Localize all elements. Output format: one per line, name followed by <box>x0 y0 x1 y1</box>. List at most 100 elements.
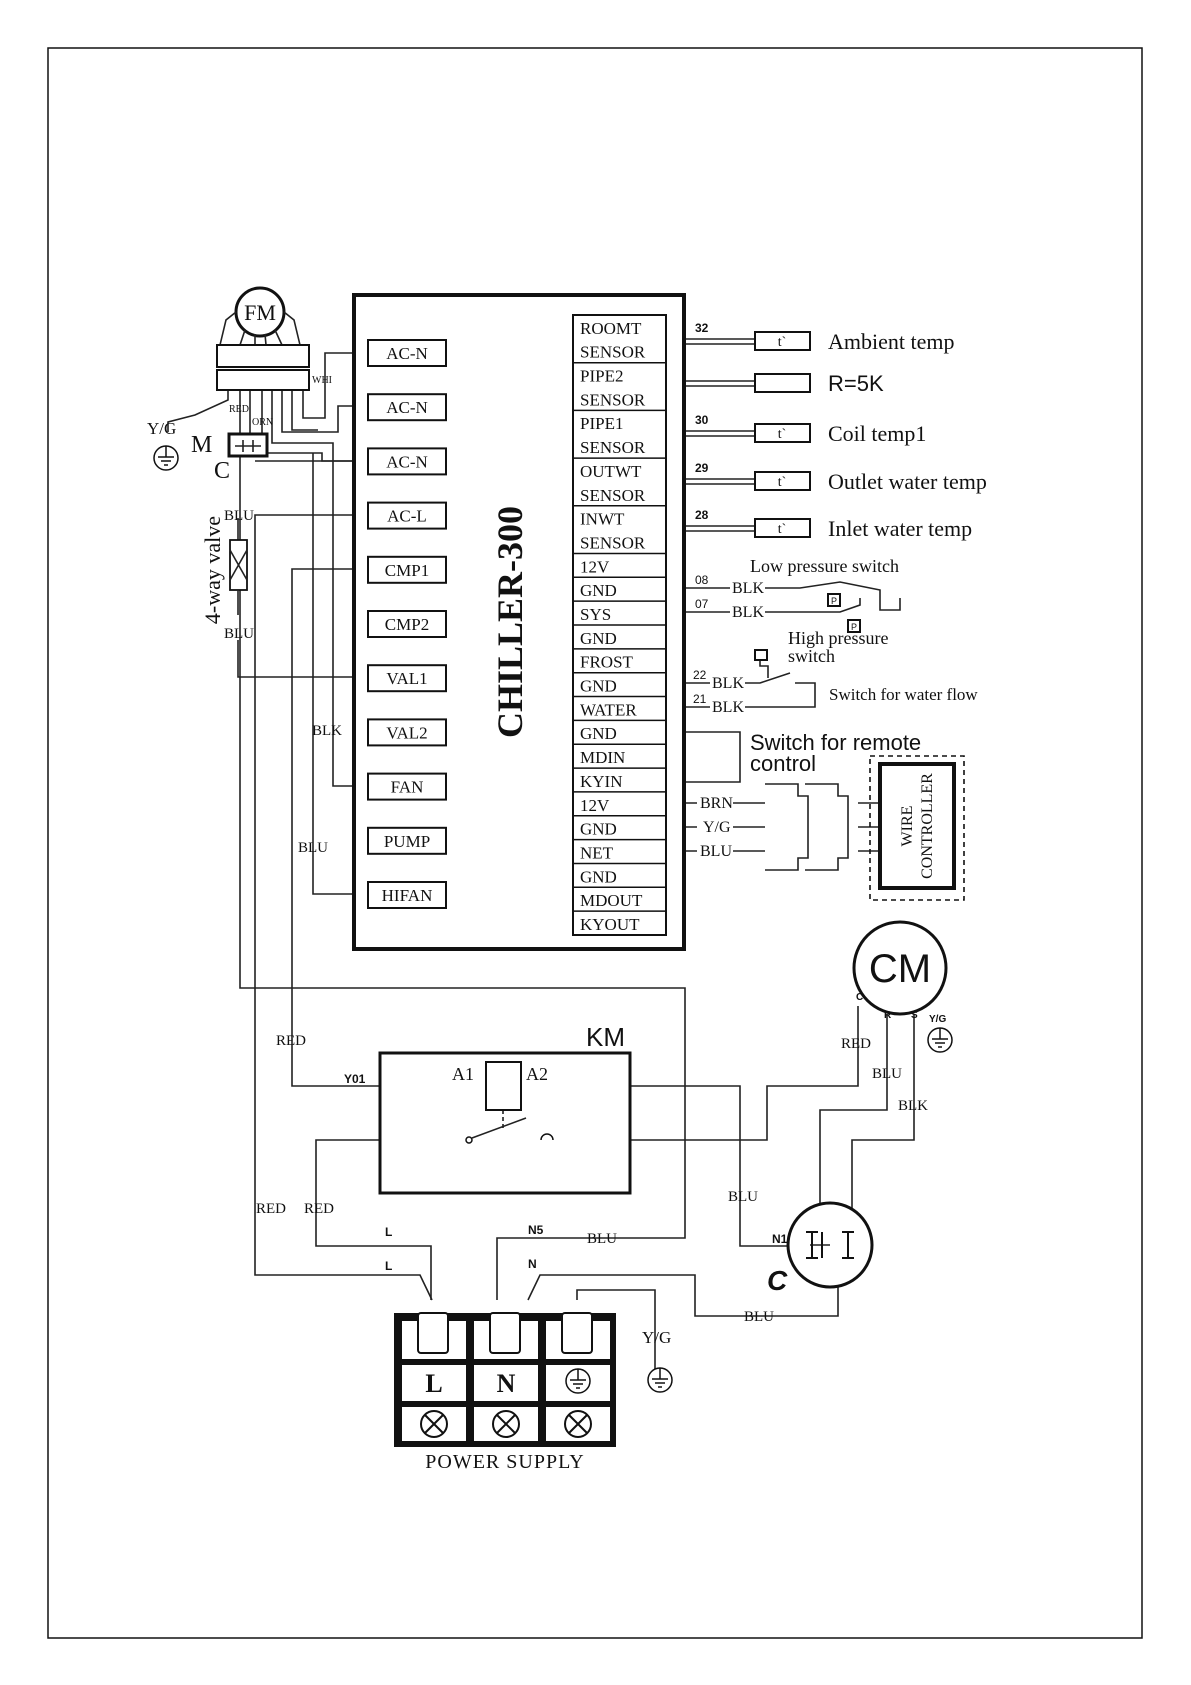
right-terminal-label: OUTWT <box>580 462 642 481</box>
ground-icon <box>565 1368 591 1394</box>
power-l-label: L <box>425 1369 442 1398</box>
board-title: CHILLER-300 <box>490 506 530 738</box>
right-terminal-label: SENSOR <box>580 438 646 457</box>
wire-color-label: BLK <box>732 604 764 621</box>
right-terminal-label: GND <box>580 629 617 648</box>
wire-color-label: BLU <box>700 843 732 860</box>
left-terminal-label: CMP1 <box>385 561 429 580</box>
right-terminal-label: GND <box>580 581 617 600</box>
lamp-icon <box>492 1410 520 1438</box>
right-terminals: ROOMTSENSORPIPE2SENSORPIPE1SENSOROUTWTSE… <box>573 319 666 934</box>
left-terminal-label: VAL2 <box>386 723 427 742</box>
wire-color-label: BLU <box>587 1231 617 1247</box>
sensor-probe-icon <box>754 471 811 491</box>
wire-color-label: BLU <box>728 1189 758 1205</box>
left-terminal-label: VAL1 <box>386 669 427 688</box>
wires <box>167 338 915 1370</box>
run-capacitor-label: C <box>767 1265 788 1296</box>
wire-color-label: BLK <box>732 580 764 597</box>
remote-label-2: control <box>750 751 816 776</box>
sensor-label: Ambient temp <box>828 329 954 354</box>
sensor-wire-number: 28 <box>695 508 709 522</box>
p-symbol: P <box>851 622 857 632</box>
left-terminal-label: AC-N <box>386 398 428 417</box>
left-terminal-box <box>367 339 447 367</box>
wire-controller-outline <box>869 755 965 901</box>
sensor-symbol: t` <box>778 522 787 537</box>
sensor-label: Inlet water temp <box>828 516 972 541</box>
sensor-probe-icon <box>754 518 811 538</box>
wire-color-label: BRN <box>700 795 733 812</box>
left-terminal-label: AC-N <box>386 344 428 363</box>
wire-color-label: BLU <box>298 840 328 856</box>
power-supply-title: POWER SUPPLY <box>425 1451 584 1473</box>
low-pressure-label: Low pressure switch <box>750 556 899 576</box>
compressor-icon <box>852 920 948 1016</box>
fan-connector-bottom <box>216 369 310 391</box>
compressor-label: CM <box>869 947 931 991</box>
right-terminal-label: PIPE2 <box>580 367 623 386</box>
right-terminal-label: NET <box>580 843 614 862</box>
sensor-probe-icon <box>754 423 811 443</box>
right-terminal-label: 12V <box>580 796 610 815</box>
sensor-symbol: t` <box>778 335 787 350</box>
net-connector <box>765 783 849 871</box>
left-terminal-box <box>367 393 447 422</box>
n1-label: N1 <box>772 1232 788 1246</box>
left-terminal-box <box>367 826 447 855</box>
sensor-symbol: t` <box>778 475 787 490</box>
sensor-wire-number: 29 <box>695 461 709 475</box>
left-terminal-box <box>367 610 447 638</box>
wire-color-label: BLU <box>224 508 254 524</box>
flow-switch-icon <box>754 649 768 661</box>
left-terminal-box <box>367 664 447 693</box>
low-pressure-p-icon <box>827 593 841 607</box>
left-terminal-box <box>367 555 447 584</box>
ground-icon <box>153 445 179 471</box>
wire-color-label: ORN <box>252 417 273 428</box>
wire-color-label: Y/G <box>642 1328 671 1347</box>
right-terminal-label: WATER <box>580 700 637 719</box>
right-terminal-label: GND <box>580 820 617 839</box>
right-terminal-label: GND <box>580 867 617 886</box>
right-terminal-label: INWT <box>580 510 625 529</box>
wire-color-label: RED <box>304 1201 334 1217</box>
right-terminal-label: ROOMT <box>580 319 642 338</box>
left-terminal-label: HIFAN <box>382 886 433 905</box>
right-terminal-label: MDIN <box>580 748 625 767</box>
right-terminal-label: FROST <box>580 653 634 672</box>
right-terminal-label: SYS <box>580 605 611 624</box>
left-terminals: AC-NAC-NAC-NAC-LCMP1CMP2VAL1VAL2FANPUMPH… <box>367 339 447 909</box>
right-terminal-label: GND <box>580 677 617 696</box>
valve-label: 4-way valve <box>200 516 225 624</box>
y01-label: Y01 <box>344 1072 366 1086</box>
fan-connector-top <box>216 344 310 368</box>
sensor-wire-number: 30 <box>695 413 709 427</box>
high-pressure-label-2: switch <box>788 646 835 666</box>
right-terminal-label: 12V <box>580 557 610 576</box>
wire-color-label: BLK <box>898 1098 928 1114</box>
wire-color-label: RED <box>276 1033 306 1049</box>
left-terminal-box <box>367 447 447 476</box>
wire-color-label: Y/G <box>703 819 731 836</box>
remote-label-1: Switch for remote <box>750 730 921 755</box>
lamp-icon <box>420 1410 448 1438</box>
high-pressure-p-icon <box>847 619 861 633</box>
water-flow-label: Switch for water flow <box>829 685 978 704</box>
left-terminal-box <box>367 772 447 801</box>
compressor-s-pin: S <box>911 1010 918 1021</box>
l-tag: L <box>385 1225 392 1239</box>
right-terminal-label: PIPE1 <box>580 414 623 433</box>
right-terminal-label: SENSOR <box>580 390 646 409</box>
l-tag: L <box>385 1259 392 1273</box>
sensor-label: Coil temp1 <box>828 421 926 446</box>
p-symbol: P <box>831 596 837 606</box>
power-n-label: N <box>497 1369 516 1398</box>
right-terminal-label: MDOUT <box>580 891 643 910</box>
compressor-c-pin: C <box>856 992 863 1003</box>
left-terminal-label: CMP2 <box>385 615 429 634</box>
a2-label: A2 <box>526 1064 548 1084</box>
sensor-probe-icon <box>754 331 811 351</box>
